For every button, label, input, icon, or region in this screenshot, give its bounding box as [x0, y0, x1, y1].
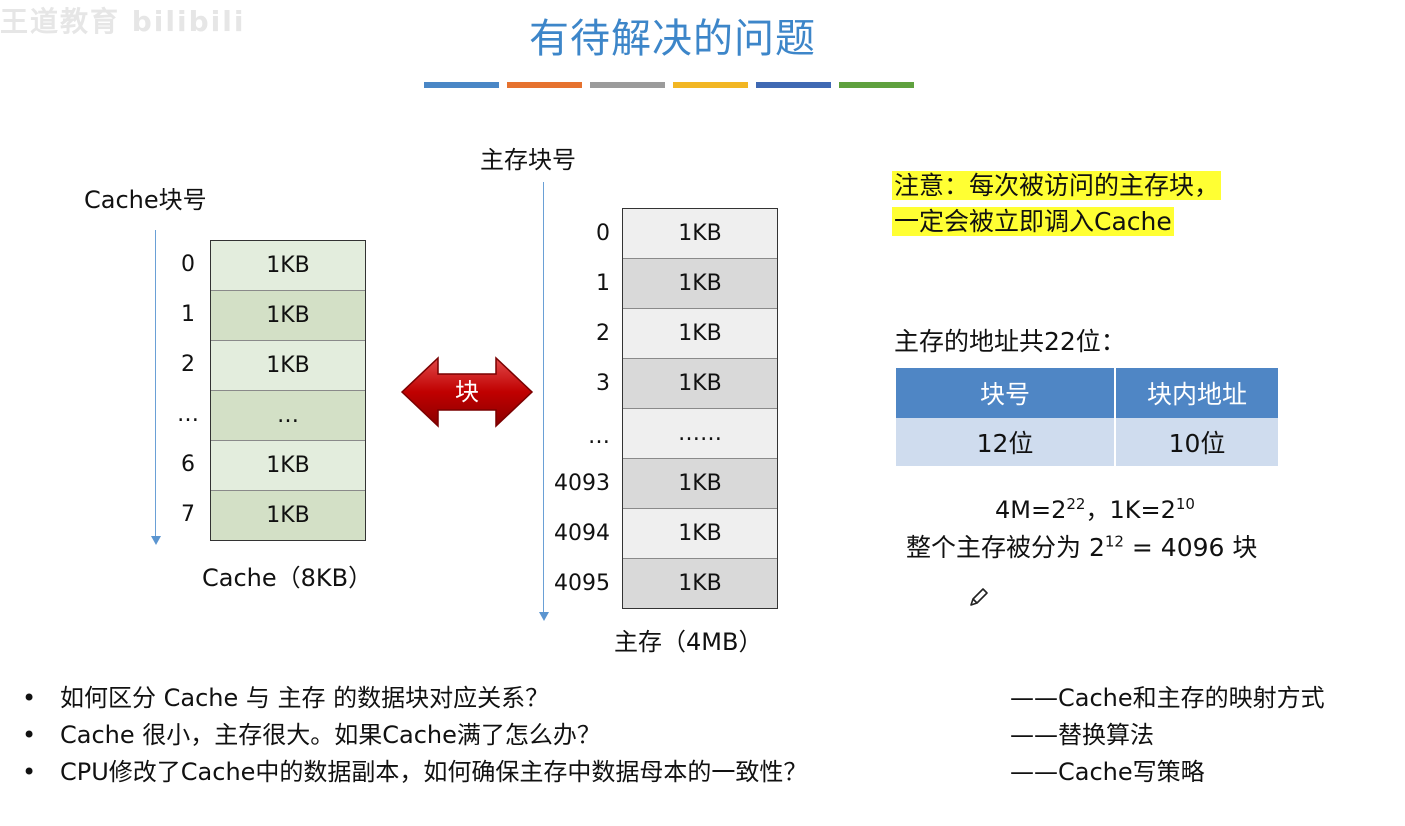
answer-text: ——Cache和主存的映射方式	[1010, 684, 1325, 712]
memory-index: 2	[596, 321, 610, 346]
memory-block-table: 1KB 1KB 1KB 1KB …… 1KB 1KB 1KB	[622, 208, 778, 609]
cache-block-table: 1KB 1KB 1KB … 1KB 1KB	[210, 240, 366, 541]
formula-4m: 4M=2	[995, 496, 1067, 524]
title-bar-3	[590, 82, 665, 88]
title-bar-2	[507, 82, 582, 88]
question-text: CPU修改了Cache中的数据副本，如何确保主存中数据母本的一致性？	[60, 758, 808, 786]
memory-block-cell: 1KB	[623, 459, 777, 509]
question-list: • 如何区分 Cache 与 主存 的数据块对应关系？ ——Cache和主存的映…	[22, 680, 1325, 791]
cache-index: 0	[181, 252, 195, 277]
list-item: • Cache 很小，主存很大。如果Cache满了怎么办？ ——替换算法	[22, 717, 1325, 754]
cache-axis-label: Cache块号	[84, 186, 207, 214]
note-line-2: 一定会被立即调入Cache	[892, 207, 1174, 236]
question-text: Cache 很小，主存很大。如果Cache满了怎么办？	[60, 721, 601, 749]
cache-block-cell: 1KB	[211, 341, 365, 391]
memory-index: 1	[596, 271, 610, 296]
formula-exp-22: 22	[1066, 495, 1086, 513]
address-heading: 主存的地址共22位：	[894, 327, 1126, 356]
memory-index: 4095	[554, 571, 610, 596]
memory-index: …	[588, 424, 610, 449]
memory-block-cell: 1KB	[623, 309, 777, 359]
cache-block-cell: 1KB	[211, 241, 365, 291]
title-bar-1	[424, 82, 499, 88]
cache-axis-arrowhead	[151, 536, 161, 545]
question-text: 如何区分 Cache 与 主存 的数据块对应关系？	[60, 684, 550, 712]
memory-block-cell: ……	[623, 409, 777, 459]
formula-blocks-suffix: = 4096 块	[1123, 533, 1258, 562]
cache-block-cell: 1KB	[211, 491, 365, 540]
formula-line-1: 4M=222，1K=210	[995, 490, 1195, 525]
memory-block-cell: 1KB	[623, 359, 777, 409]
memory-index: 4094	[554, 521, 610, 546]
highlight-note: 注意：每次被访问的主存块， 一定会被立即调入Cache	[892, 168, 1222, 240]
cache-block-cell: 1KB	[211, 291, 365, 341]
address-split-table: 块号 块内地址 12位 10位	[894, 368, 1280, 466]
pencil-icon	[970, 588, 988, 606]
title-color-bars	[424, 82, 914, 88]
answer-text: ——Cache写策略	[1010, 758, 1205, 786]
list-item: • 如何区分 Cache 与 主存 的数据块对应关系？ ——Cache和主存的映…	[22, 680, 1325, 717]
formula-1k: ，1K=2	[1085, 496, 1176, 524]
address-header-offset: 块内地址	[1116, 368, 1278, 418]
memory-caption: 主存（4MB）	[614, 628, 763, 656]
bullet-dot: •	[22, 684, 37, 712]
block-arrow-label: 块	[455, 378, 479, 406]
cache-index: 6	[181, 452, 195, 477]
answer-text: ——替换算法	[1010, 721, 1154, 749]
note-line-1: 注意：每次被访问的主存块，	[892, 171, 1222, 200]
memory-index: 3	[596, 371, 610, 396]
cache-index: 1	[181, 302, 195, 327]
address-value-offset: 10位	[1116, 418, 1278, 466]
memory-index-column: 0 1 2 3 … 4093 4094 4095	[540, 208, 610, 608]
address-header-block-number: 块号	[896, 368, 1114, 418]
cache-block-cell: 1KB	[211, 441, 365, 491]
memory-block-cell: 1KB	[623, 509, 777, 559]
cache-caption: Cache（8KB）	[202, 564, 373, 592]
cache-index: 7	[181, 502, 195, 527]
memory-block-cell: 1KB	[623, 209, 777, 259]
cache-block-cell: …	[211, 391, 365, 441]
formula-blocks-prefix: 整个主存被分为 2	[906, 533, 1105, 562]
bullet-dot: •	[22, 758, 37, 786]
formula-exp-10: 10	[1175, 495, 1195, 513]
block-transfer-arrow: 块	[400, 356, 534, 428]
memory-axis-label: 主存块号	[480, 146, 576, 174]
memory-block-cell: 1KB	[623, 559, 777, 608]
memory-block-cell: 1KB	[623, 259, 777, 309]
title-bar-4	[673, 82, 748, 88]
cache-index: …	[177, 402, 199, 427]
memory-index: 4093	[554, 471, 610, 496]
cache-index: 2	[181, 352, 195, 377]
formula-exp-12: 12	[1104, 532, 1124, 551]
bullet-dot: •	[22, 721, 37, 749]
list-item: • CPU修改了Cache中的数据副本，如何确保主存中数据母本的一致性？ ——C…	[22, 754, 1325, 791]
watermark-logo: 王道教育 bilibili	[0, 5, 246, 38]
title-bar-6	[839, 82, 914, 88]
address-value-block-number: 12位	[896, 418, 1114, 466]
memory-axis-arrowhead	[539, 612, 549, 621]
title-bar-5	[756, 82, 831, 88]
slide-title: 有待解决的问题	[529, 16, 816, 62]
double-arrow-shape	[400, 356, 534, 428]
memory-index: 0	[596, 221, 610, 246]
cache-axis-line	[155, 230, 156, 536]
formula-line-2: 整个主存被分为 212 = 4096 块	[906, 528, 1257, 564]
memory-axis-line	[543, 182, 544, 612]
cache-index-column: 0 1 2 … 6 7	[168, 240, 208, 540]
